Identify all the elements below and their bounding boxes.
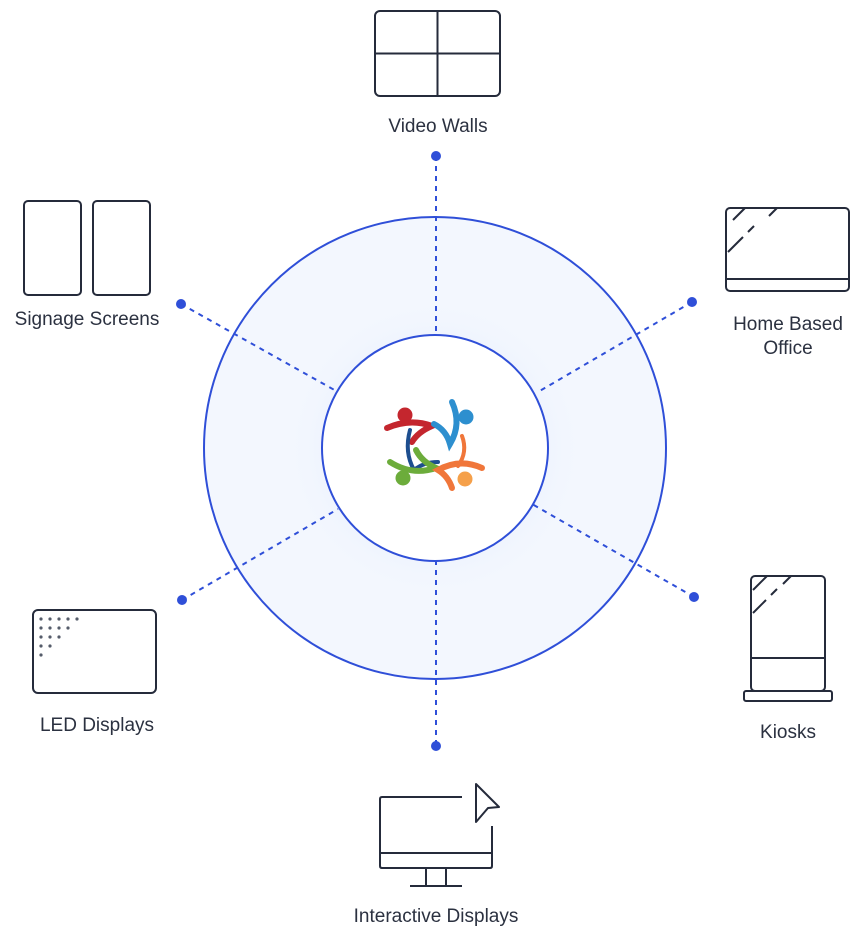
kiosk-icon [743,575,833,702]
label-interactive-displays: Interactive Displays [353,906,519,927]
connector-led-displays [181,508,339,601]
dot-signage-screens [176,299,186,309]
dot-led-displays [177,595,187,605]
connector-kiosks [531,503,695,598]
led-display-icon [32,609,157,694]
label-home-based-office: Home Based Office [733,314,843,359]
community-people-circle-logo [384,399,485,491]
connectors [180,156,695,746]
laptop-icon [725,207,850,292]
video-wall-icon [374,10,501,97]
monitor-cursor-icon [379,783,500,887]
label-video-walls: Video Walls [388,116,488,137]
dot-home-based-office [687,297,697,307]
label-signage-screens: Signage Screens [14,309,160,330]
label-led-displays: LED Displays [39,715,155,736]
endpoint-dots [176,151,699,751]
dot-interactive-displays [431,741,441,751]
label-kiosks: Kiosks [760,722,816,743]
dot-video-walls [431,151,441,161]
dot-kiosks [689,592,699,602]
hub-circle [321,334,549,562]
signage-screens-icon [23,200,151,296]
